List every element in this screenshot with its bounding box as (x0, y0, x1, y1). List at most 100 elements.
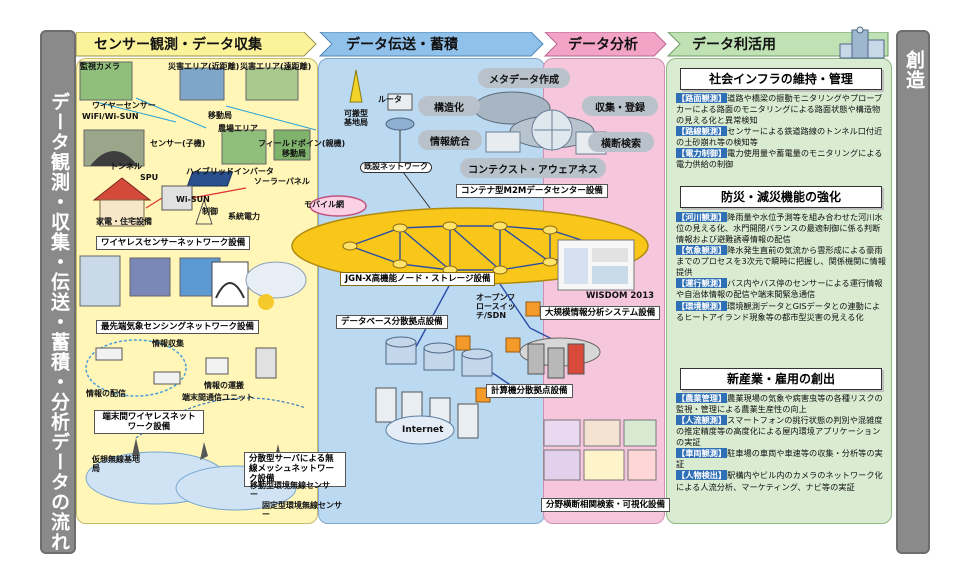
header-arrows (76, 32, 889, 57)
m2m-box: コンテナ型M2Mデータセンター設備 (456, 184, 608, 199)
viz-box: 分野横断相関検索・可視化設備 (541, 498, 671, 513)
use-item-text: 駐車場の車両や車速等の収集・分析等の実証 (676, 448, 883, 470)
label-tunnel: トンネル (110, 162, 142, 171)
use-item-text: 電力使用量や蓄電量のモニタリングによる電力供給の制御 (676, 148, 883, 170)
use-item-tag: 【人物検出】 (676, 470, 728, 481)
left-flow-text: データ観測・収集・伝送・蓄積・分析データの流れ (48, 92, 70, 552)
viz-screenshot-3 (623, 419, 657, 447)
label-router: ルータ (378, 95, 402, 104)
use-item-tag: 【電力制御】 (676, 148, 728, 159)
label-disaster-near: 災害エリア(近距離) (168, 62, 240, 71)
wsn-box: ワイヤレスセンサーネットワーク設備 (96, 236, 251, 251)
router-icon (387, 93, 413, 111)
portable-base-icon (349, 69, 363, 103)
label-backbone: 既設ネットワーク (360, 162, 432, 173)
label-farm: 農場エリア (218, 124, 258, 133)
label-wisdom: WISDOM 2013 (586, 291, 655, 301)
portable-base-text: 可搬型基地局 (344, 109, 368, 127)
use-item: 【路面観測】道路や橋梁の振動モニタリングやプローブカーによる路面のモニタリングに… (676, 93, 886, 126)
label-solar: ソーラーパネル (254, 177, 310, 186)
bus-icon-1 (95, 347, 123, 361)
label-openflow: オープンフロースイッチ/SDN (476, 293, 520, 320)
use-group-1-items: 【路面観測】道路や橋梁の振動モニタリングやプローブカーによる路面のモニタリングに… (676, 93, 886, 170)
camera-photo (79, 61, 133, 101)
use-header-arrow (666, 32, 889, 57)
use-item-tag: 【路面観測】 (676, 93, 728, 103)
mobile-env-text: 移動型環境無線センサー (250, 481, 330, 499)
switch-cube-2 (505, 337, 521, 353)
internet-cloud (385, 415, 455, 445)
right-value-text: ソーシャルビッグデータの高度分析による新しい価値の創造 (903, 50, 952, 550)
label-mobile-env: 移動型環境無線センサー (250, 481, 330, 500)
use-item-tag: 【運行観測】 (676, 278, 728, 289)
building-icon (839, 26, 885, 59)
context-pill: コンテクスト・アウェアネス (460, 158, 606, 178)
analysis-header: データ分析 (568, 37, 638, 53)
use-item-tag: 【気象観測】 (676, 245, 728, 256)
compute-node-box: 計算機分散拠点設備 (486, 384, 573, 399)
use-group-3-items: 【農業管理】農業現場の気象や病害虫等の各種リスクの監視・管理による農業生産性の向… (676, 393, 886, 493)
viz-screenshot-2 (583, 419, 621, 447)
collect-register-pill: 収集・登録 (582, 96, 658, 116)
metadata-pill: メタデータ作成 (478, 68, 570, 88)
use-group-2-items: 【河川観測】降雨量や水位予測等を組み合わせた河川水位の見える化、水門開閉バランス… (676, 212, 886, 323)
use-item: 【河川観測】降雨量や水位予測等を組み合わせた河川水位の見える化、水門開閉バランス… (676, 212, 886, 245)
building-small-icon (255, 347, 277, 379)
label-portable-base: 可搬型基地局 (344, 109, 374, 128)
label-wifi: WiFi/Wi-SUN (82, 112, 139, 121)
weather-photo-2 (129, 257, 171, 297)
mesh-text: 分散型サーバによる無線メッシュネットワーク設備 (249, 454, 335, 485)
near-disaster-photo (179, 67, 225, 101)
antenna-icon-1 (132, 438, 140, 456)
label-info-carry: 情報の運搬 (204, 381, 244, 390)
right-value-bar: ソーシャルビッグデータの高度分析による新しい価値の創造 (896, 30, 952, 554)
use-item: 【環境観測】環境観測データとGISデータとの連動によるヒートアイランド現象等の都… (676, 300, 886, 323)
use-item-tag: 【路線観測】 (676, 126, 728, 137)
terminal-net-text: 端末間ワイヤレスネットワーク設備 (102, 412, 196, 433)
farm-photo (221, 129, 267, 165)
use-item-text: 降雨量や水位予測等を組み合わせた河川水位の見える化、水門開閉バランスの最適制御に… (676, 212, 883, 245)
use-group-2-heading: 防災・減災機能の強化 (680, 186, 882, 208)
sensing-header: センサー観測・データ収集 (94, 37, 262, 53)
fixed-env-text: 固定型環境無線センサー (262, 501, 342, 519)
label-camera: 監視カメラ (80, 62, 120, 71)
transmission-header-arrow (318, 32, 544, 57)
viz-screenshot-1 (543, 419, 581, 447)
label-info-deliver: 情報の配信 (86, 389, 126, 398)
use-header: データ利活用 (692, 37, 776, 53)
label-appliance: 家電・住宅設備 (96, 217, 152, 226)
transmission-header: データ伝送・蓄積 (346, 37, 458, 53)
cross-search-pill: 横断検索 (588, 132, 654, 152)
use-item: 【農業管理】農業現場の気象や病害虫等の各種リスクの監視・管理による農業生産性の向… (676, 393, 886, 415)
virtual-base-text: 仮想無線基地局 (92, 455, 140, 473)
antenna-icon-2 (200, 442, 208, 460)
use-item-text: 駅構内やビル内のカメラのネットワーク化による人流分析、マーケティング、ナビ等の実… (676, 470, 883, 492)
integration-pill: 情報統合 (418, 130, 482, 150)
label-control: 制御 (202, 207, 218, 216)
jgn-box: JGN-X高機能ノード・ストレージ設備 (340, 272, 496, 287)
sun-icon (258, 294, 274, 310)
use-item-text: バス内やバス停のセンサーによる運行情報や自治体情報の配信や端末間緊急通信 (676, 278, 883, 300)
sensing-header-arrow (76, 32, 317, 57)
label-grid: 系統電力 (228, 212, 260, 221)
bus-stop-icon (205, 357, 229, 375)
use-item-text: 農業現場の気象や病害虫等の各種リスクの監視・管理による農業生産性の向上 (676, 393, 883, 415)
label-terminal-unit: 端末間通信ユニット (182, 393, 254, 402)
use-item-tag: 【河川観測】 (676, 212, 728, 222)
use-group-3-heading: 新産業・雇用の創出 (680, 368, 882, 390)
mobile-net-oval (309, 195, 367, 217)
label-mobile-net: モバイル網 (304, 200, 344, 209)
viz-screenshot-5 (583, 449, 625, 481)
use-item: 【運行観測】バス内やバス停のセンサーによる運行情報や自治体情報の配信や端末間緊急… (676, 278, 886, 300)
use-item-text: スマートフォンの挑行状態の判別や混雑度の推定精度等の高度化による屋内環境アプリケ… (676, 415, 883, 448)
use-item-tag: 【環境観測】 (676, 300, 728, 311)
label-fixed-env: 固定型環境無線センサー (262, 501, 344, 520)
bus-icon-2 (153, 371, 181, 385)
mesh-box: 分散型サーバによる無線メッシュネットワーク設備 (244, 452, 346, 487)
label-wireless-sensor: ワイヤーセンサー (92, 101, 156, 110)
use-item-tag: 【車両観測】 (676, 448, 728, 459)
weather-box: 最先端気象センシングネットワーク設備 (96, 320, 260, 335)
label-hybrid: ハイブリッドインバータ (186, 167, 274, 176)
use-item-tag: 【人流観測】 (676, 415, 728, 426)
structuring-pill: 構造化 (418, 96, 480, 116)
